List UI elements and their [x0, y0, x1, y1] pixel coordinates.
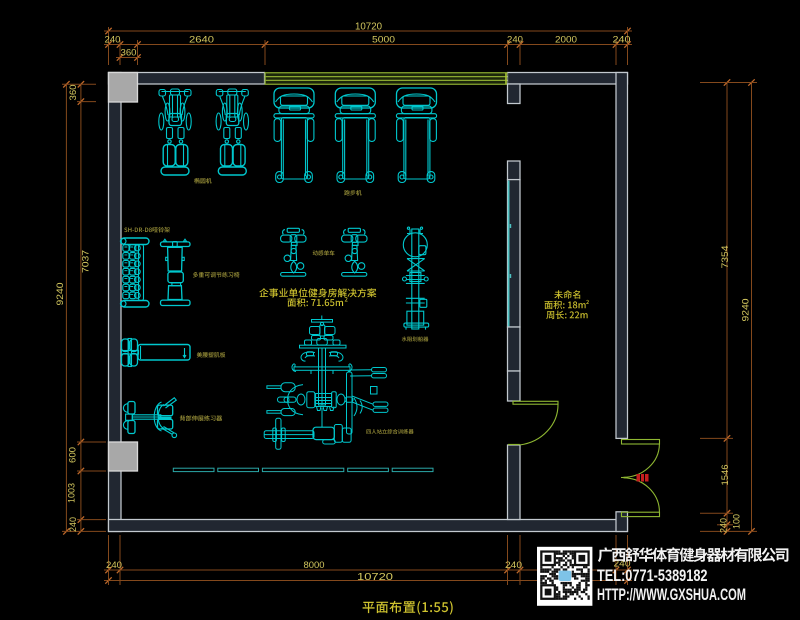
svg-text:100: 100 — [732, 514, 742, 529]
svg-text:240: 240 — [613, 35, 631, 46]
svg-text:240: 240 — [68, 517, 79, 532]
svg-text:240: 240 — [106, 560, 122, 571]
svg-text:5000: 5000 — [372, 35, 395, 46]
svg-text:9240: 9240 — [55, 283, 66, 306]
svg-text:8000: 8000 — [304, 560, 325, 571]
svg-text:240: 240 — [614, 559, 631, 570]
svg-text:1546: 1546 — [720, 465, 731, 486]
svg-text:9240: 9240 — [741, 299, 752, 322]
svg-text:TEL:0771-5389182: TEL:0771-5389182 — [597, 567, 708, 585]
svg-text:240: 240 — [505, 560, 522, 571]
svg-text:240: 240 — [507, 35, 523, 46]
svg-text:2640: 2640 — [189, 35, 214, 46]
svg-text:7037: 7037 — [81, 250, 92, 273]
svg-text:360: 360 — [121, 48, 137, 59]
svg-text:360: 360 — [68, 85, 79, 101]
svg-text:240: 240 — [105, 35, 121, 46]
svg-text:10720: 10720 — [357, 571, 393, 583]
svg-text:10720: 10720 — [355, 22, 382, 33]
svg-text:600: 600 — [68, 447, 79, 463]
svg-text:1003: 1003 — [67, 483, 78, 503]
svg-text:7354: 7354 — [720, 246, 731, 269]
svg-text:HTTP://WWW.GXSHUA.COM: HTTP://WWW.GXSHUA.COM — [597, 586, 746, 604]
svg-text:2000: 2000 — [555, 35, 577, 46]
svg-text:240: 240 — [719, 518, 729, 533]
